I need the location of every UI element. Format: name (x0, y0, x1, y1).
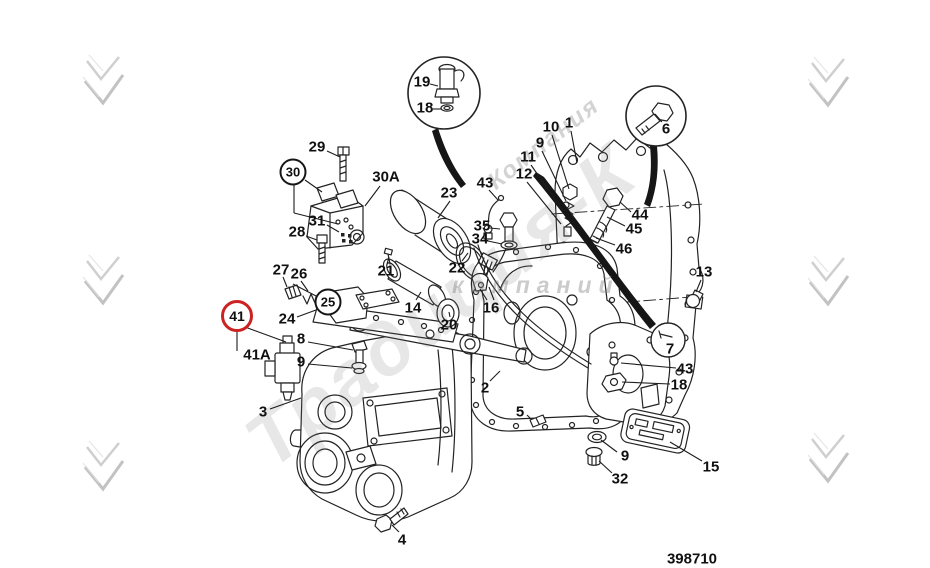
part-number: 398710 (666, 550, 718, 568)
arrow-to-detail-7 (533, 172, 656, 329)
detail-circle-19-18 (407, 56, 481, 130)
leader-line-6 (654, 113, 663, 123)
leader-line-25 (292, 283, 319, 298)
clamp-16 (471, 272, 489, 292)
leader-line-5 (526, 414, 532, 420)
leader-line-9 (600, 439, 618, 453)
leader-line-22 (461, 252, 469, 262)
leader-line-13 (695, 279, 702, 293)
detent-plug-spring-10-12 (562, 183, 578, 237)
part-breather-8 (351, 340, 368, 375)
leader-line-1 (570, 130, 578, 164)
part-ring-20 (436, 298, 460, 328)
fittings-43-18-right (601, 352, 627, 393)
leader-line-16 (479, 288, 488, 301)
leader-line-12 (526, 181, 562, 225)
leader-line-43 (488, 189, 499, 201)
leader-line-18 (621, 381, 671, 385)
leader-line-23 (437, 200, 451, 219)
leader-line-8 (307, 341, 354, 351)
arrow-to-detail-19-18 (432, 128, 466, 188)
leader-line-43 (620, 362, 677, 369)
leader-line-9 (307, 363, 353, 369)
bolt-28 (316, 234, 328, 264)
leader-line-30A (364, 185, 381, 207)
leader-line-29 (326, 150, 341, 158)
leader-line-28 (305, 235, 318, 241)
leader-line-30 (293, 212, 339, 225)
bolt-44-45-46 (589, 187, 624, 244)
leader-line-2 (489, 370, 501, 382)
leader-line-32 (598, 460, 613, 474)
part-output-housing (586, 321, 671, 425)
leader-line-3 (269, 397, 302, 410)
leader-line-30 (304, 179, 323, 193)
leader-line-35 (489, 227, 501, 230)
detent-balls-31 (341, 233, 353, 244)
bolt-29 (337, 146, 350, 182)
leader-line-14 (415, 291, 422, 301)
arrow-from-detail-6 (644, 146, 658, 207)
leader-line-41 (244, 326, 287, 343)
drain-plug-32 (585, 446, 603, 466)
detail-circle-7 (650, 322, 686, 358)
leader-line-4 (391, 524, 400, 533)
leader-line-31 (326, 224, 340, 233)
part-sensor-41a (264, 335, 301, 401)
leader-line-24 (296, 309, 317, 318)
leader-line-27 (282, 276, 288, 288)
pipe-43-and-fitting-35-34 (483, 194, 518, 250)
plug-13 (685, 289, 704, 309)
leader-line-44 (619, 201, 632, 213)
leader-line-19 (429, 83, 439, 87)
bolt-4 (374, 507, 409, 533)
leader-line-45 (606, 216, 626, 227)
part-front-housing (289, 327, 473, 522)
leader-line-16 (488, 286, 495, 301)
leader-line-20 (448, 311, 451, 318)
leader-line-9 (541, 150, 567, 202)
leader-line-26 (300, 280, 309, 292)
leader-line-34 (487, 240, 503, 245)
part-serial-plate-15 (620, 408, 691, 454)
leader-line-10 (551, 134, 570, 190)
leader-line-15 (669, 441, 703, 462)
part-oil-filter-23 (389, 178, 499, 282)
detail-circle-6 (625, 85, 687, 147)
leader-line-21 (386, 256, 390, 265)
leader-line-11 (530, 164, 564, 212)
dowel-5 (529, 414, 547, 428)
leader-line-46 (595, 237, 616, 246)
